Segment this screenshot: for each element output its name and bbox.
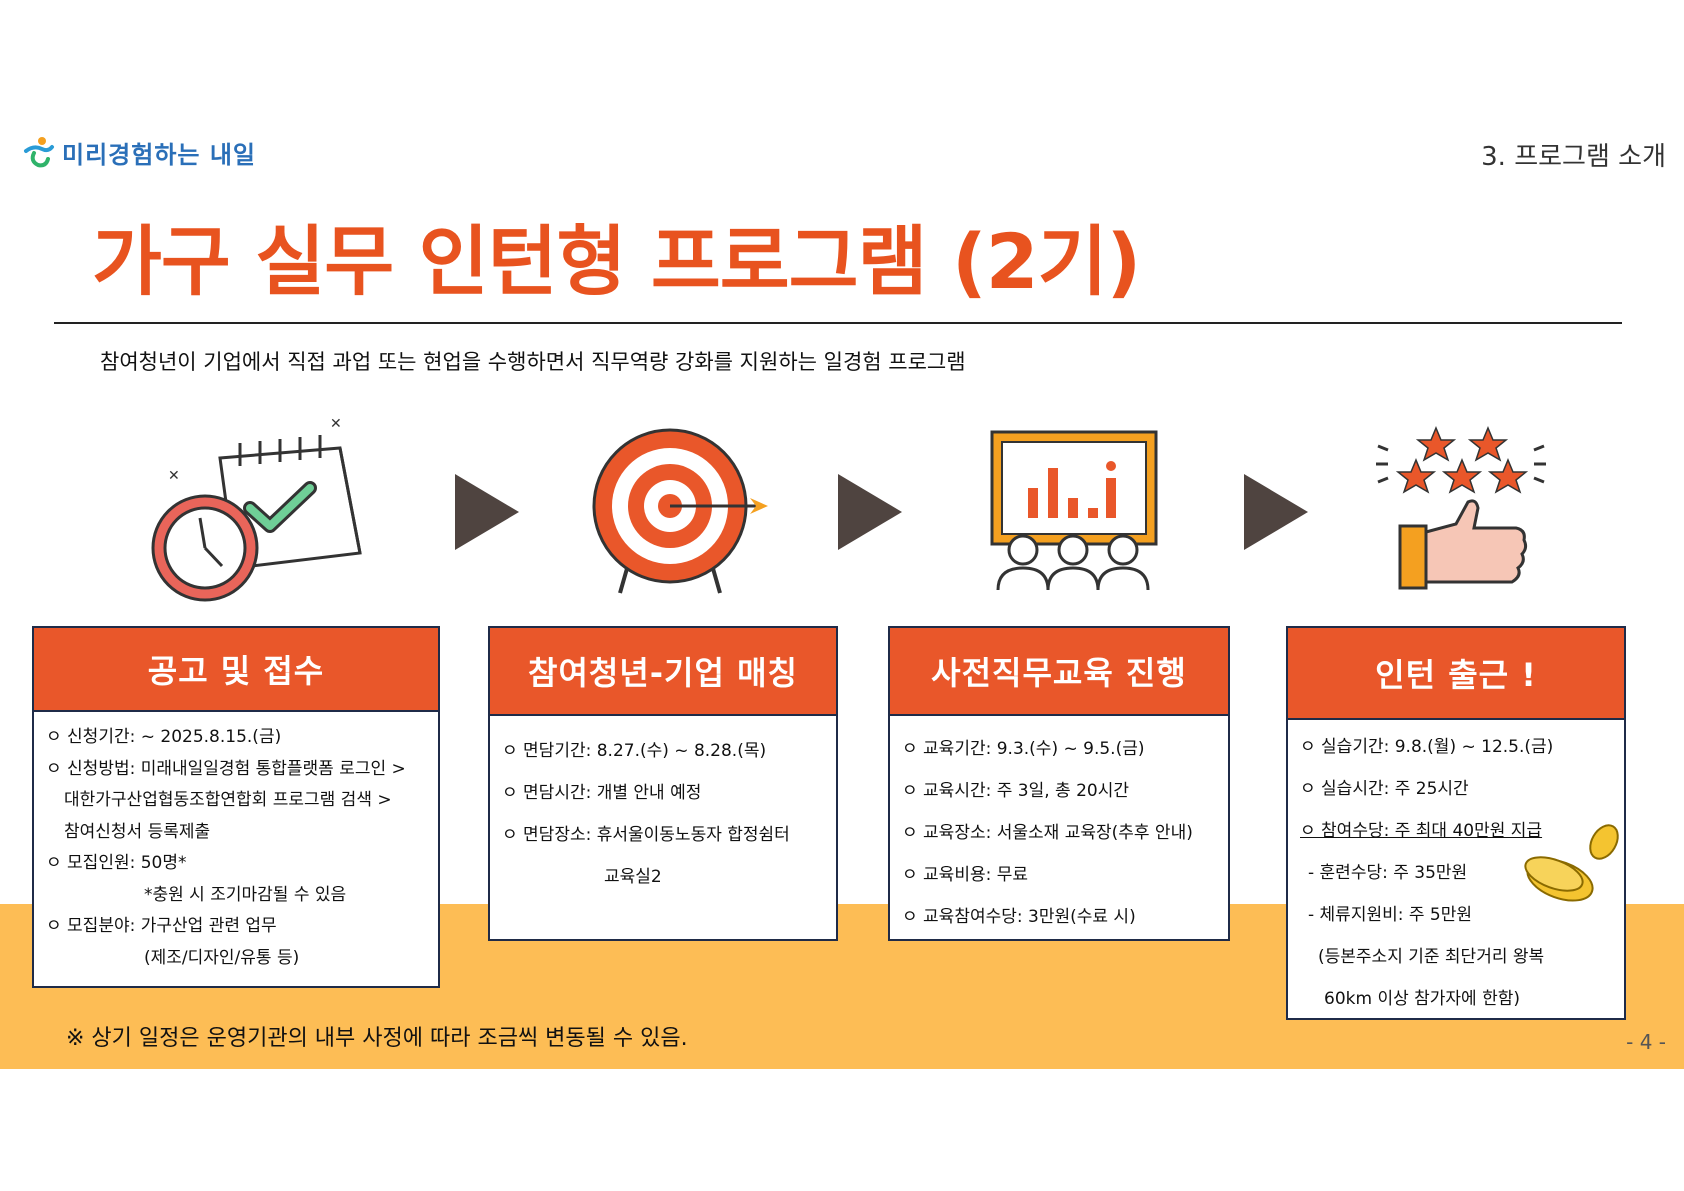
list-item: (제조/디자인/유통 등) bbox=[144, 947, 300, 968]
step-card-2: 참여청년-기업 매칭 ㅇ 면담기간: 8.27.(수) ~ 8.28.(목) ㅇ… bbox=[488, 626, 838, 941]
list-item: ㅇ 신청기간: ~ 2025.8.15.(금) bbox=[46, 727, 282, 747]
step-card-3-heading: 사전직무교육 진행 bbox=[890, 628, 1228, 716]
step-card-2-heading: 참여청년-기업 매칭 bbox=[490, 628, 836, 716]
presentation-board-icon bbox=[990, 430, 1158, 591]
list-item: ㅇ 면담장소: 휴서울이동노동자 합정쉼터 bbox=[502, 825, 790, 845]
calendar-clock-icon: ✕ ✕ bbox=[151, 418, 362, 602]
list-item: - 체류지원비: 주 5만원 bbox=[1308, 905, 1473, 925]
coins-icon bbox=[1524, 824, 1619, 902]
list-item: - 훈련수당: 주 35만원 bbox=[1308, 863, 1468, 883]
step-card-4-heading: 인턴 출근 ! bbox=[1288, 628, 1624, 720]
list-item: ㅇ 교육장소: 서울소재 교육장(추후 안내) bbox=[902, 823, 1193, 843]
list-item: ㅇ 교육시간: 주 3일, 총 20시간 bbox=[902, 781, 1129, 801]
svg-text:✕: ✕ bbox=[168, 468, 180, 484]
step-card-4-body: ㅇ 실습기간: 9.8.(월) ~ 12.5.(금) ㅇ 실습시간: 주 25시… bbox=[1288, 720, 1624, 1030]
step-arrow-2 bbox=[838, 474, 902, 550]
list-item: ㅇ 실습기간: 9.8.(월) ~ 12.5.(금) bbox=[1300, 737, 1554, 757]
list-item: ㅇ 모집인원: 50명* bbox=[46, 853, 187, 873]
logo: 미리경험하는 내일 bbox=[22, 132, 256, 172]
notice-text: ※ 상기 일정은 운영기관의 내부 사정에 따라 조금씩 변동될 수 있음. bbox=[66, 1026, 688, 1051]
list-item: ㅇ 실습시간: 주 25시간 bbox=[1300, 779, 1469, 799]
list-item: 대한가구산업협동조합연합회 프로그램 검색 > bbox=[64, 790, 392, 810]
step-card-3-body: ㅇ 교육기간: 9.3.(수) ~ 9.5.(금) ㅇ 교육시간: 주 3일, … bbox=[890, 716, 1228, 948]
list-item: ㅇ 참여수당: 주 최대 40만원 지급 bbox=[1300, 810, 1612, 852]
allowance-highlight: ㅇ 참여수당: 주 최대 40만원 지급 bbox=[1300, 821, 1543, 841]
list-item: ㅇ 교육기간: 9.3.(수) ~ 9.5.(금) bbox=[902, 739, 1145, 759]
title-divider bbox=[54, 322, 1622, 324]
target-icon bbox=[592, 428, 768, 594]
svg-text:✕: ✕ bbox=[330, 418, 342, 432]
page-title: 가구 실무 인턴형 프로그램 (2기) bbox=[92, 217, 1141, 306]
step-card-4: 인턴 출근 ! ㅇ 실습기간: 9.8.(월) ~ 12.5.(금) ㅇ 실습시… bbox=[1286, 626, 1626, 1020]
step-card-1-body: ㅇ 신청기간: ~ 2025.8.15.(금) ㅇ 신청방법: 미래내일일경험 … bbox=[34, 712, 438, 984]
step-card-3: 사전직무교육 진행 ㅇ 교육기간: 9.3.(수) ~ 9.5.(금) ㅇ 교육… bbox=[888, 626, 1230, 941]
runner-logo-icon bbox=[24, 137, 54, 168]
list-item: 교육실2 bbox=[604, 867, 662, 887]
list-item: ㅇ 교육비용: 무료 bbox=[902, 865, 1029, 885]
list-item: 참여신청서 등록제출 bbox=[64, 821, 211, 842]
page-subtitle: 참여청년이 기업에서 직접 과업 또는 현업을 수행하면서 직무역량 강화를 지… bbox=[100, 350, 966, 374]
list-item: ㅇ 신청방법: 미래내일일경험 통합플랫폼 로그인 > bbox=[46, 758, 406, 779]
logo-text: 미리경험하는 내일 bbox=[62, 140, 256, 169]
list-item: ㅇ 교육참여수당: 3만원(수료 시) bbox=[902, 907, 1136, 927]
list-item: (등본주소지 기준 최단거리 왕복 bbox=[1318, 947, 1545, 967]
list-item: ㅇ 면담기간: 8.27.(수) ~ 8.28.(목) bbox=[502, 741, 767, 761]
list-item: *충원 시 조기마감될 수 있음 bbox=[144, 884, 347, 905]
thumbs-up-stars-icon bbox=[1376, 426, 1546, 590]
step-arrow-1 bbox=[455, 474, 519, 550]
list-item: 60km 이상 참가자에 한함) bbox=[1324, 989, 1521, 1009]
list-item: ㅇ 모집분야: 가구산업 관련 업무 bbox=[46, 916, 277, 936]
section-label: 3. 프로그램 소개 bbox=[1481, 142, 1666, 172]
step-card-1-heading: 공고 및 접수 bbox=[34, 628, 438, 712]
step-card-2-body: ㅇ 면담기간: 8.27.(수) ~ 8.28.(목) ㅇ 면담시간: 개별 안… bbox=[490, 716, 836, 908]
step-card-1: 공고 및 접수 ㅇ 신청기간: ~ 2025.8.15.(금) ㅇ 신청방법: … bbox=[32, 626, 440, 988]
list-item: ㅇ 면담시간: 개별 안내 예정 bbox=[502, 783, 702, 803]
page-number: - 4 - bbox=[1626, 1030, 1666, 1054]
step-arrow-3 bbox=[1244, 474, 1308, 550]
